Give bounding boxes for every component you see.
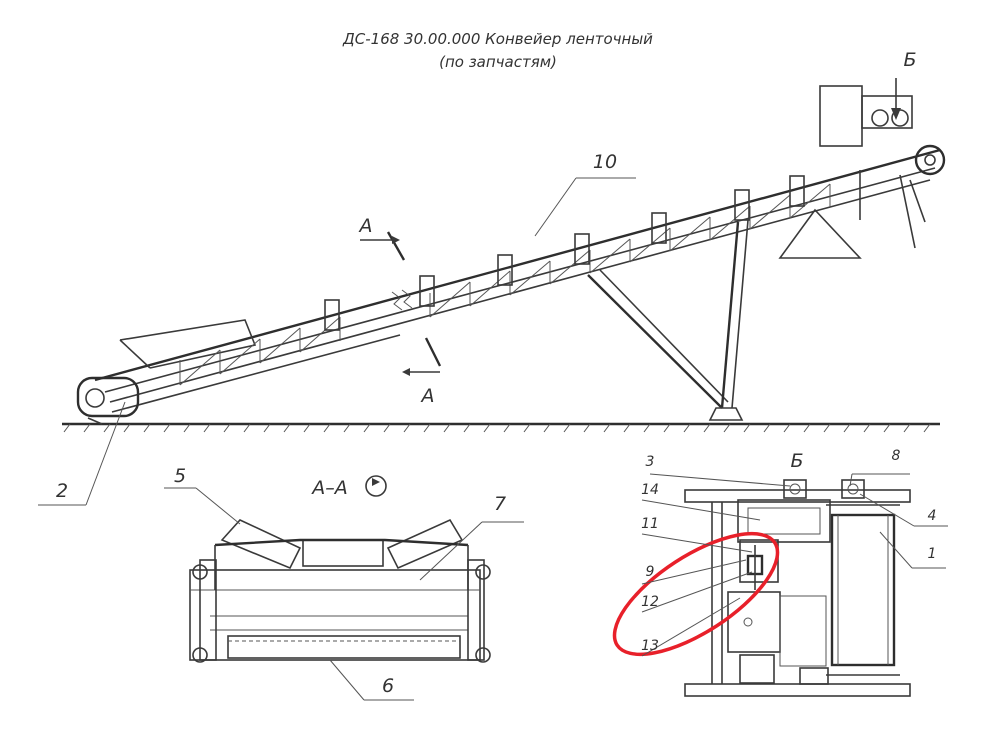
callout-13: 13 <box>641 597 741 657</box>
top-plate <box>684 489 911 503</box>
section-mark-upper: A <box>358 215 406 261</box>
support-strut <box>587 274 723 409</box>
callout-4: 4 <box>859 493 948 527</box>
detail-view-title: Б <box>790 450 803 472</box>
callout-10-label: 10 <box>593 151 617 173</box>
bottom-plate <box>684 683 911 697</box>
view-mark-b: Б <box>891 49 917 120</box>
tension-screw-assembly <box>739 539 779 583</box>
tail-pulley-box <box>76 376 140 418</box>
callout-5-label: 5 <box>174 465 186 487</box>
rotation-symbol <box>365 475 387 497</box>
callout-11: 11 <box>641 516 753 553</box>
callout-2: 2 <box>38 401 126 506</box>
callout-11-label: 11 <box>641 516 659 532</box>
callout-10: 10 <box>534 151 636 237</box>
head-pulley <box>914 144 946 176</box>
callout-6: 6 <box>329 659 414 701</box>
section-mark-lower-label: A <box>420 385 435 407</box>
callout-7-label: 7 <box>494 493 506 515</box>
section-frame <box>189 569 481 661</box>
drawing-title: ДС-168 30.00.000 Конвейер ленточный <box>342 30 653 48</box>
belt-trough <box>214 538 469 547</box>
callout-1-label: 1 <box>928 546 937 562</box>
callout-8-label: 8 <box>892 448 901 464</box>
loading-hopper <box>119 319 257 369</box>
detail-view-b: Б 3 <box>612 448 948 697</box>
callout-3: 3 <box>646 454 791 487</box>
callout-12: 12 <box>641 571 753 613</box>
tail-pulley <box>85 388 105 408</box>
callout-9: 9 <box>641 559 747 585</box>
view-mark-b-label: Б <box>903 49 916 71</box>
troughing-idlers <box>214 518 469 590</box>
callout-6-label: 6 <box>382 675 394 697</box>
discharge-chute <box>778 208 862 259</box>
bearing-8 <box>841 479 865 499</box>
callout-5: 5 <box>164 465 241 525</box>
callout-2-label: 2 <box>56 480 68 502</box>
section-mark-lower: A <box>402 337 442 407</box>
callout-9-label: 9 <box>646 564 655 580</box>
ground-line <box>62 422 940 433</box>
callout-3-label: 3 <box>646 454 655 470</box>
section-mark-upper-label: A <box>358 215 373 237</box>
drawing-subtitle: (по запчастям) <box>439 53 557 71</box>
tensioner-frame <box>737 499 831 543</box>
return-idler <box>227 635 461 659</box>
section-view-aa: A–A 5 <box>164 465 524 701</box>
head-section <box>819 85 946 249</box>
callout-8: 8 <box>849 448 910 487</box>
callout-4-label: 4 <box>928 508 937 524</box>
section-view-title: A–A <box>310 477 348 499</box>
support-leg <box>720 221 740 409</box>
callout-7: 7 <box>419 493 524 581</box>
drive-drum <box>830 513 896 667</box>
callout-13-label: 13 <box>641 638 659 654</box>
callout-14-label: 14 <box>641 482 659 498</box>
highlight-ellipse <box>612 531 780 657</box>
callout-12-label: 12 <box>641 594 659 610</box>
bearing-3 <box>783 479 807 499</box>
callout-1: 1 <box>879 531 946 569</box>
callout-14: 14 <box>641 482 761 521</box>
conveyor-side-view <box>76 85 946 425</box>
